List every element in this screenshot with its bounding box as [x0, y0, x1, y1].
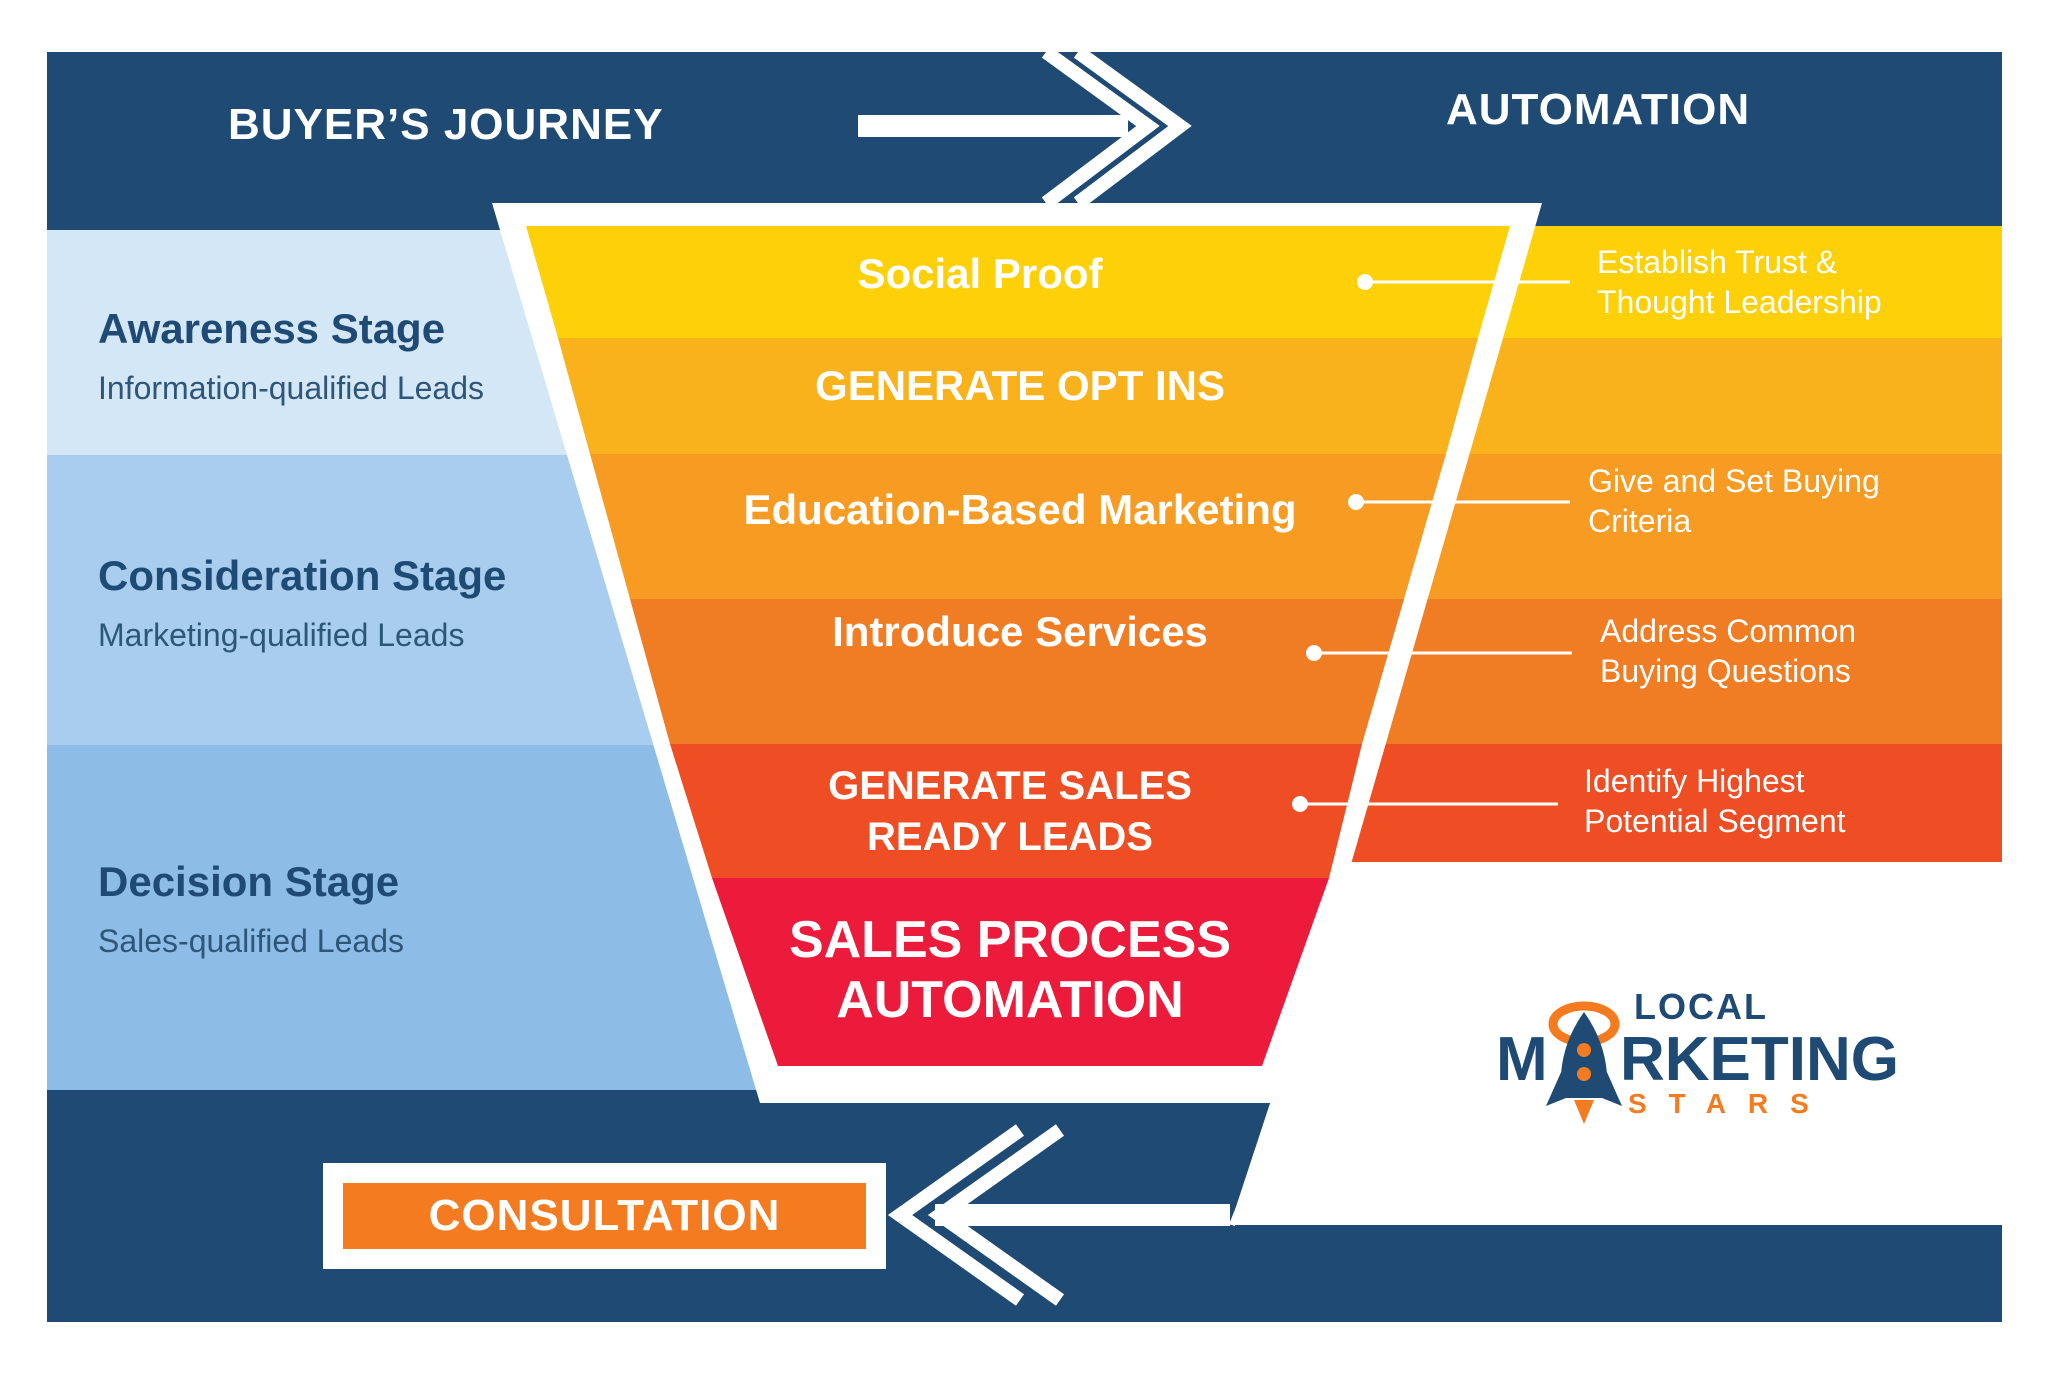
- note-trust-line2: Thought Leadership: [1597, 284, 1882, 320]
- note-criteria-line1: Give and Set Buying: [1588, 463, 1880, 499]
- funnel-label-sales-ready-1: GENERATE SALES: [828, 764, 1192, 808]
- logo-local: LOCAL: [1634, 986, 1768, 1027]
- funnel-label-services: Introduce Services: [832, 608, 1208, 655]
- note-trust: Establish Trust & Thought Leadership: [1597, 242, 1882, 322]
- stage-decision-subtitle: Sales-qualified Leads: [98, 923, 404, 959]
- stage-awareness-subtitle: Information-qualified Leads: [98, 370, 485, 406]
- rocket-icon: [1546, 1001, 1622, 1124]
- funnel-band-social-proof: [526, 226, 1510, 338]
- funnel-label-opt-ins: GENERATE OPT INS: [815, 362, 1225, 409]
- stage-consideration-title: Consideration Stage: [98, 552, 507, 599]
- funnel-label-social-proof: Social Proof: [857, 250, 1103, 297]
- funnel-label-sales-ready-2: READY LEADS: [867, 815, 1153, 859]
- funnel-band-services: [630, 599, 1404, 744]
- logo-stars: STARS: [1628, 1088, 1831, 1119]
- decision-band: [47, 745, 787, 1090]
- note-segment-line2: Potential Segment: [1584, 803, 1846, 839]
- funnel-label-sales-process-2: AUTOMATION: [836, 971, 1184, 1029]
- stage-decision-title: Decision Stage: [98, 858, 400, 905]
- band-right-4: [1350, 599, 2002, 744]
- note-questions: Address Common Buying Questions: [1600, 611, 1856, 691]
- funnel-band-education: [590, 454, 1446, 599]
- funnel-band-opt-ins: [558, 338, 1478, 454]
- connector-dot-1: [1357, 274, 1373, 290]
- connector-dot-4: [1292, 796, 1308, 812]
- bottom-arrow-shaft: [935, 1204, 1230, 1226]
- bottom-arrow-chevron-2: [887, 1124, 1025, 1306]
- consultation-button-bg: [343, 1183, 866, 1249]
- logo-rketing: RKETING: [1620, 1025, 1899, 1094]
- band-right-3: [1400, 454, 2002, 599]
- note-trust-line1: Establish Trust &: [1597, 244, 1838, 280]
- note-criteria: Give and Set Buying Criteria: [1588, 461, 1880, 541]
- top-arrow-chevron-2: [1073, 46, 1192, 209]
- consultation-button[interactable]: CONSULTATION: [428, 1191, 781, 1240]
- consideration-band: [47, 455, 687, 745]
- note-questions-line1: Address Common: [1600, 613, 1857, 649]
- funnel-label-education: Education-Based Marketing: [743, 486, 1297, 533]
- note-questions-line2: Buying Questions: [1600, 653, 1851, 689]
- header-automation: AUTOMATION: [1446, 85, 1751, 134]
- funnel-band-sales-ready: [670, 744, 1362, 878]
- funnel-label-sales-process-1: SALES PROCESS: [788, 911, 1232, 969]
- connector-dot-2: [1348, 494, 1364, 510]
- funnel-band-sales-process: [712, 878, 1329, 1066]
- top-arrow-shaft: [858, 115, 1128, 137]
- logo-panel: [1230, 860, 2002, 1225]
- top-arrow-chevron-1: [1041, 46, 1160, 209]
- logo-m: M: [1496, 1025, 1548, 1094]
- note-criteria-line2: Criteria: [1588, 503, 1692, 539]
- note-segment: Identify Highest Potential Segment: [1584, 761, 1846, 841]
- connector-dot-3: [1306, 645, 1322, 661]
- stage-consideration-subtitle: Marketing-qualified Leads: [98, 617, 465, 653]
- note-segment-line1: Identify Highest: [1584, 763, 1805, 799]
- header-buyers-journey: BUYER’S JOURNEY: [228, 100, 664, 149]
- funnel-edge-line: [1229, 1098, 1285, 1227]
- band-right-2: [1450, 338, 2002, 454]
- stage-awareness-title: Awareness Stage: [98, 305, 446, 352]
